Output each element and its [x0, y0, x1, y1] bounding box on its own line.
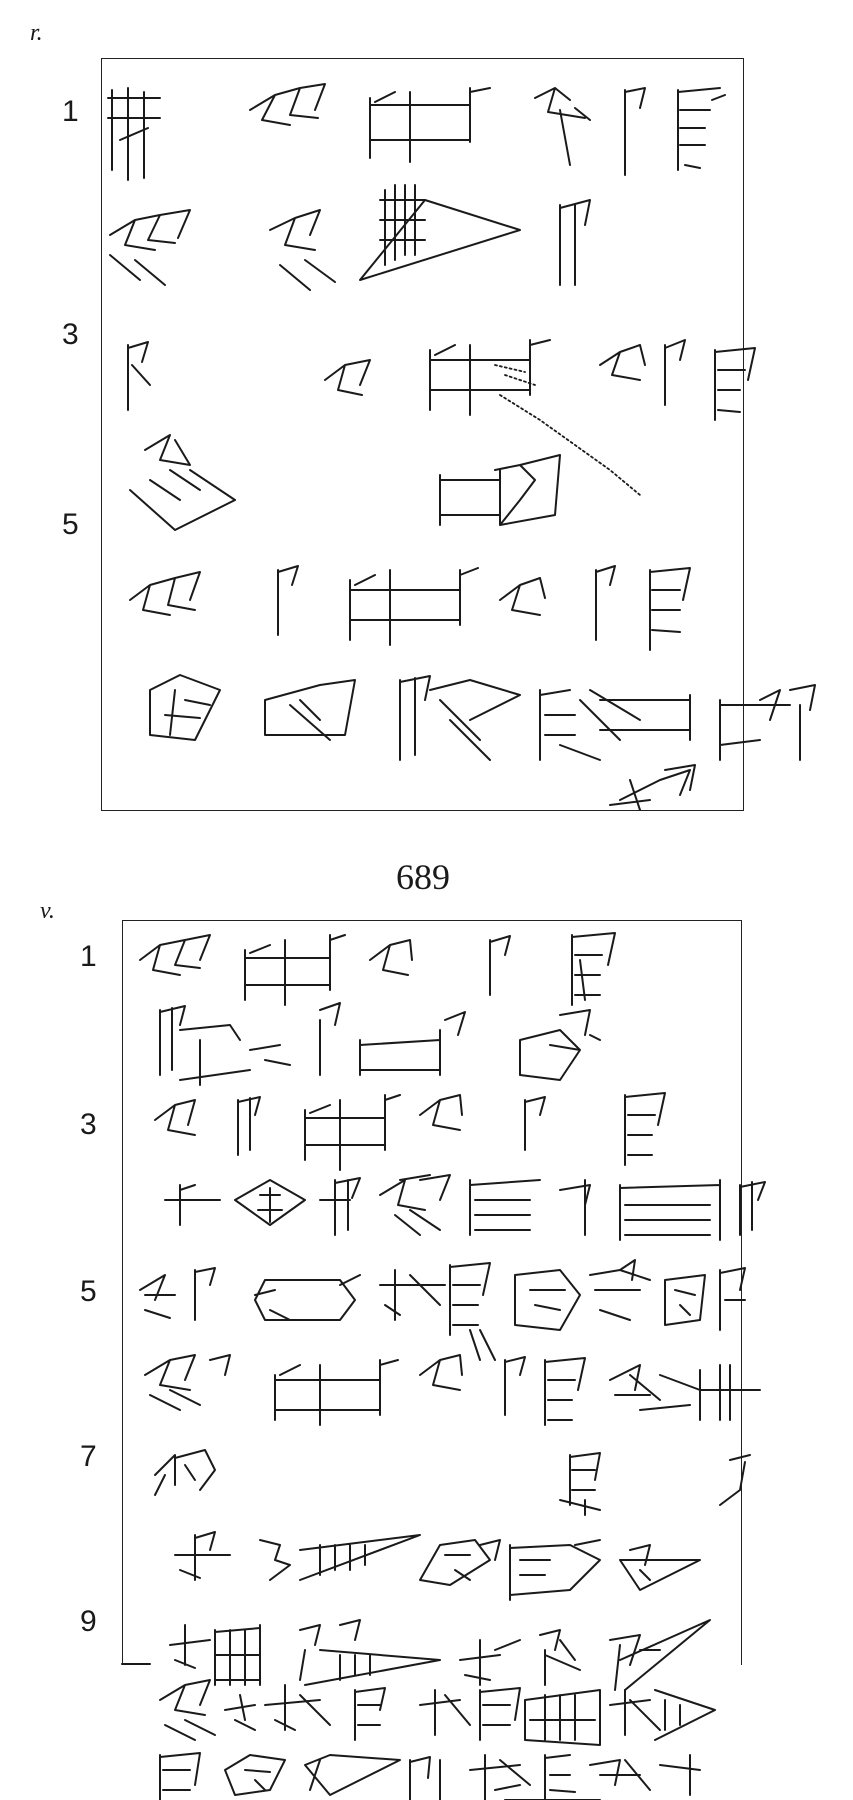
obverse-line-number-1: 1 — [62, 95, 79, 128]
reverse-line-8-signs — [174, 1531, 701, 1601]
reverse-line-1-signs — [139, 932, 616, 1006]
reverse-line-number-3: 3 — [80, 1108, 97, 1141]
obverse-line-number-5: 5 — [62, 508, 79, 541]
obverse-tablet-frame — [101, 58, 744, 811]
obverse-line-6-signs — [149, 674, 816, 811]
reverse-line-4-signs — [164, 1174, 766, 1241]
reverse-line-11-signs — [159, 1752, 701, 1800]
reverse-line-number-7: 7 — [80, 1440, 97, 1473]
reverse-line-3-signs — [154, 1092, 666, 1171]
reverse-line-5-signs — [139, 1259, 746, 1361]
obverse-line-number-3: 3 — [62, 318, 79, 351]
reverse-line-7-signs — [154, 1449, 751, 1516]
reverse-line-2-signs — [159, 1002, 601, 1086]
reverse-line-number-1: 1 — [80, 940, 97, 973]
reverse-line-number-9: 9 — [80, 1605, 97, 1638]
reverse-line-number-5: 5 — [80, 1275, 97, 1308]
reverse-line-10-signs — [159, 1679, 716, 1746]
obverse-line-4-signs — [129, 434, 561, 531]
obverse-line-2-signs — [109, 184, 591, 291]
reverse-line-9-signs — [169, 1619, 711, 1691]
obverse-line-3-signs — [127, 339, 756, 496]
obverse-side-label: r. — [30, 20, 43, 46]
obverse-line-1-signs — [107, 83, 726, 181]
reverse-line-6-signs — [144, 1354, 761, 1426]
page-caption: 689 — [396, 857, 450, 897]
obverse-cuneiform-drawing — [107, 83, 816, 811]
reverse-side-label: v. — [40, 898, 55, 924]
obverse-line-5-signs — [129, 565, 691, 651]
reverse-tablet-frame — [122, 920, 742, 1665]
